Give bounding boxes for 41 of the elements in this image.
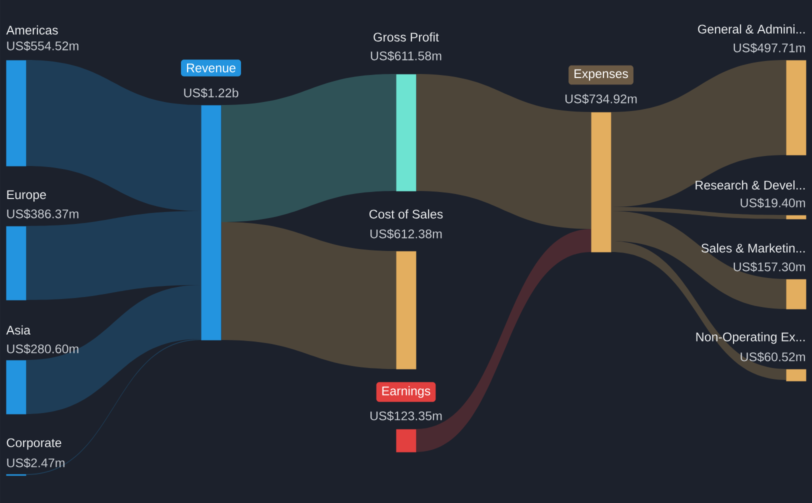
flow-band — [611, 241, 786, 380]
flow-band — [221, 74, 396, 222]
value-label: US$1.22b — [184, 88, 238, 98]
value-label: US$554.52m — [7, 40, 78, 52]
value-label: US$280.60m — [7, 344, 78, 354]
value-label: US$123.35m — [370, 410, 442, 422]
value-label: US$19.40m — [740, 198, 805, 208]
category-label: Cost of Sales — [369, 209, 443, 219]
flow-band — [221, 222, 396, 369]
category-label: Asia — [6, 325, 31, 335]
flow-band — [611, 207, 786, 219]
flow-band — [26, 339, 201, 475]
flow-band — [611, 60, 786, 207]
category-label: Research & Devel... — [696, 180, 805, 190]
flow-band — [26, 285, 201, 414]
value-label: US$60.52m — [740, 352, 805, 362]
value-label: US$386.37m — [7, 208, 78, 220]
flow-node-drawing — [565, 65, 637, 252]
category-label: Corporate — [6, 438, 62, 450]
flow-node-drawing — [370, 382, 442, 452]
flow-band — [416, 74, 591, 229]
flow-band — [611, 211, 786, 309]
category-label: Sales & Marketin... — [701, 243, 805, 253]
flow-band — [416, 229, 591, 452]
label-tag: Earnings — [376, 382, 436, 402]
flow-band — [26, 60, 201, 211]
value-label: US$497.71m — [734, 42, 805, 54]
value-label: US$612.38m — [370, 228, 442, 240]
value-label: US$734.92m — [565, 94, 637, 104]
label-tag: Expenses — [568, 65, 634, 85]
value-label: US$611.58m — [370, 50, 442, 62]
flow-band — [26, 211, 201, 300]
category-label: Non-Operating Ex... — [696, 332, 805, 344]
category-label: Europe — [7, 190, 46, 202]
category-label: Americas — [6, 25, 58, 35]
value-label: US$157.30m — [734, 262, 805, 272]
flow-node-drawing — [181, 60, 242, 340]
value-label: US$2.47m — [7, 458, 64, 468]
category-label: Gross Profit — [374, 32, 439, 42]
label-tag: Revenue — [181, 60, 242, 76]
category-label: General & Admini... — [698, 24, 805, 34]
